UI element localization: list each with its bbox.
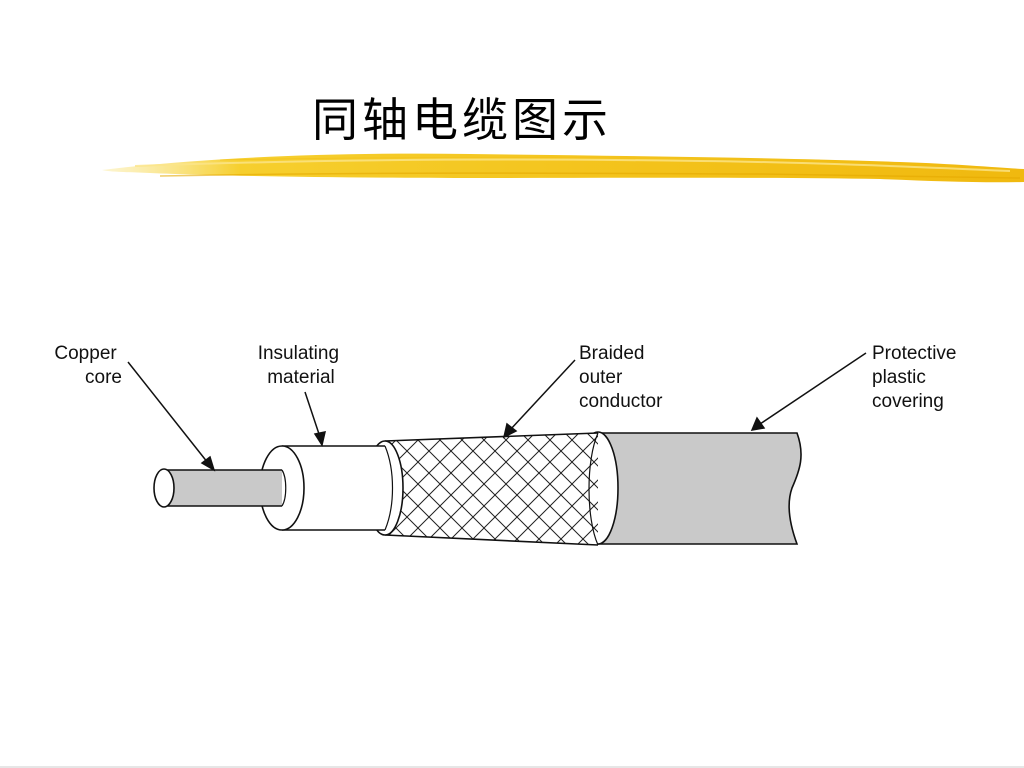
label-insulating-material: Insulating material [258, 343, 345, 388]
label-copper-core-line1: Copper [54, 343, 117, 364]
label-protective-line1: Protective [872, 343, 956, 364]
label-copper-core: Copper core [54, 343, 122, 388]
braided-conductor-arrowhead [502, 422, 518, 439]
label-braided-line3: conductor [579, 391, 663, 412]
protective-covering-arrowhead [750, 416, 766, 431]
label-braided-line1: Braided [579, 343, 645, 364]
slide-bottom-divider [0, 766, 1024, 768]
label-protective-line3: covering [872, 391, 944, 412]
label-insulating-material-line1: Insulating [258, 343, 339, 364]
label-braided-line2: outer [579, 367, 623, 388]
braided-outer-conductor [366, 432, 599, 546]
label-insulating-material-line2: material [267, 367, 335, 388]
protective-plastic-covering [577, 431, 802, 545]
label-copper-core-line2: core [85, 367, 122, 388]
label-protective-plastic-covering: Protective plastic covering [872, 343, 962, 412]
protective-covering-pointer [759, 352, 867, 425]
copper-core [153, 468, 287, 508]
insulating-material-arrowhead [313, 431, 326, 447]
label-protective-line2: plastic [872, 367, 926, 388]
slide-title: 同轴电缆图示 [312, 93, 612, 147]
copper-core-pointer [127, 361, 209, 464]
braided-conductor-pointer [509, 359, 576, 431]
insulating-material-pointer [304, 391, 321, 438]
insulating-material [259, 445, 394, 531]
label-braided-outer-conductor: Braided outer conductor [579, 343, 663, 412]
copper-core-arrowhead [200, 455, 216, 472]
